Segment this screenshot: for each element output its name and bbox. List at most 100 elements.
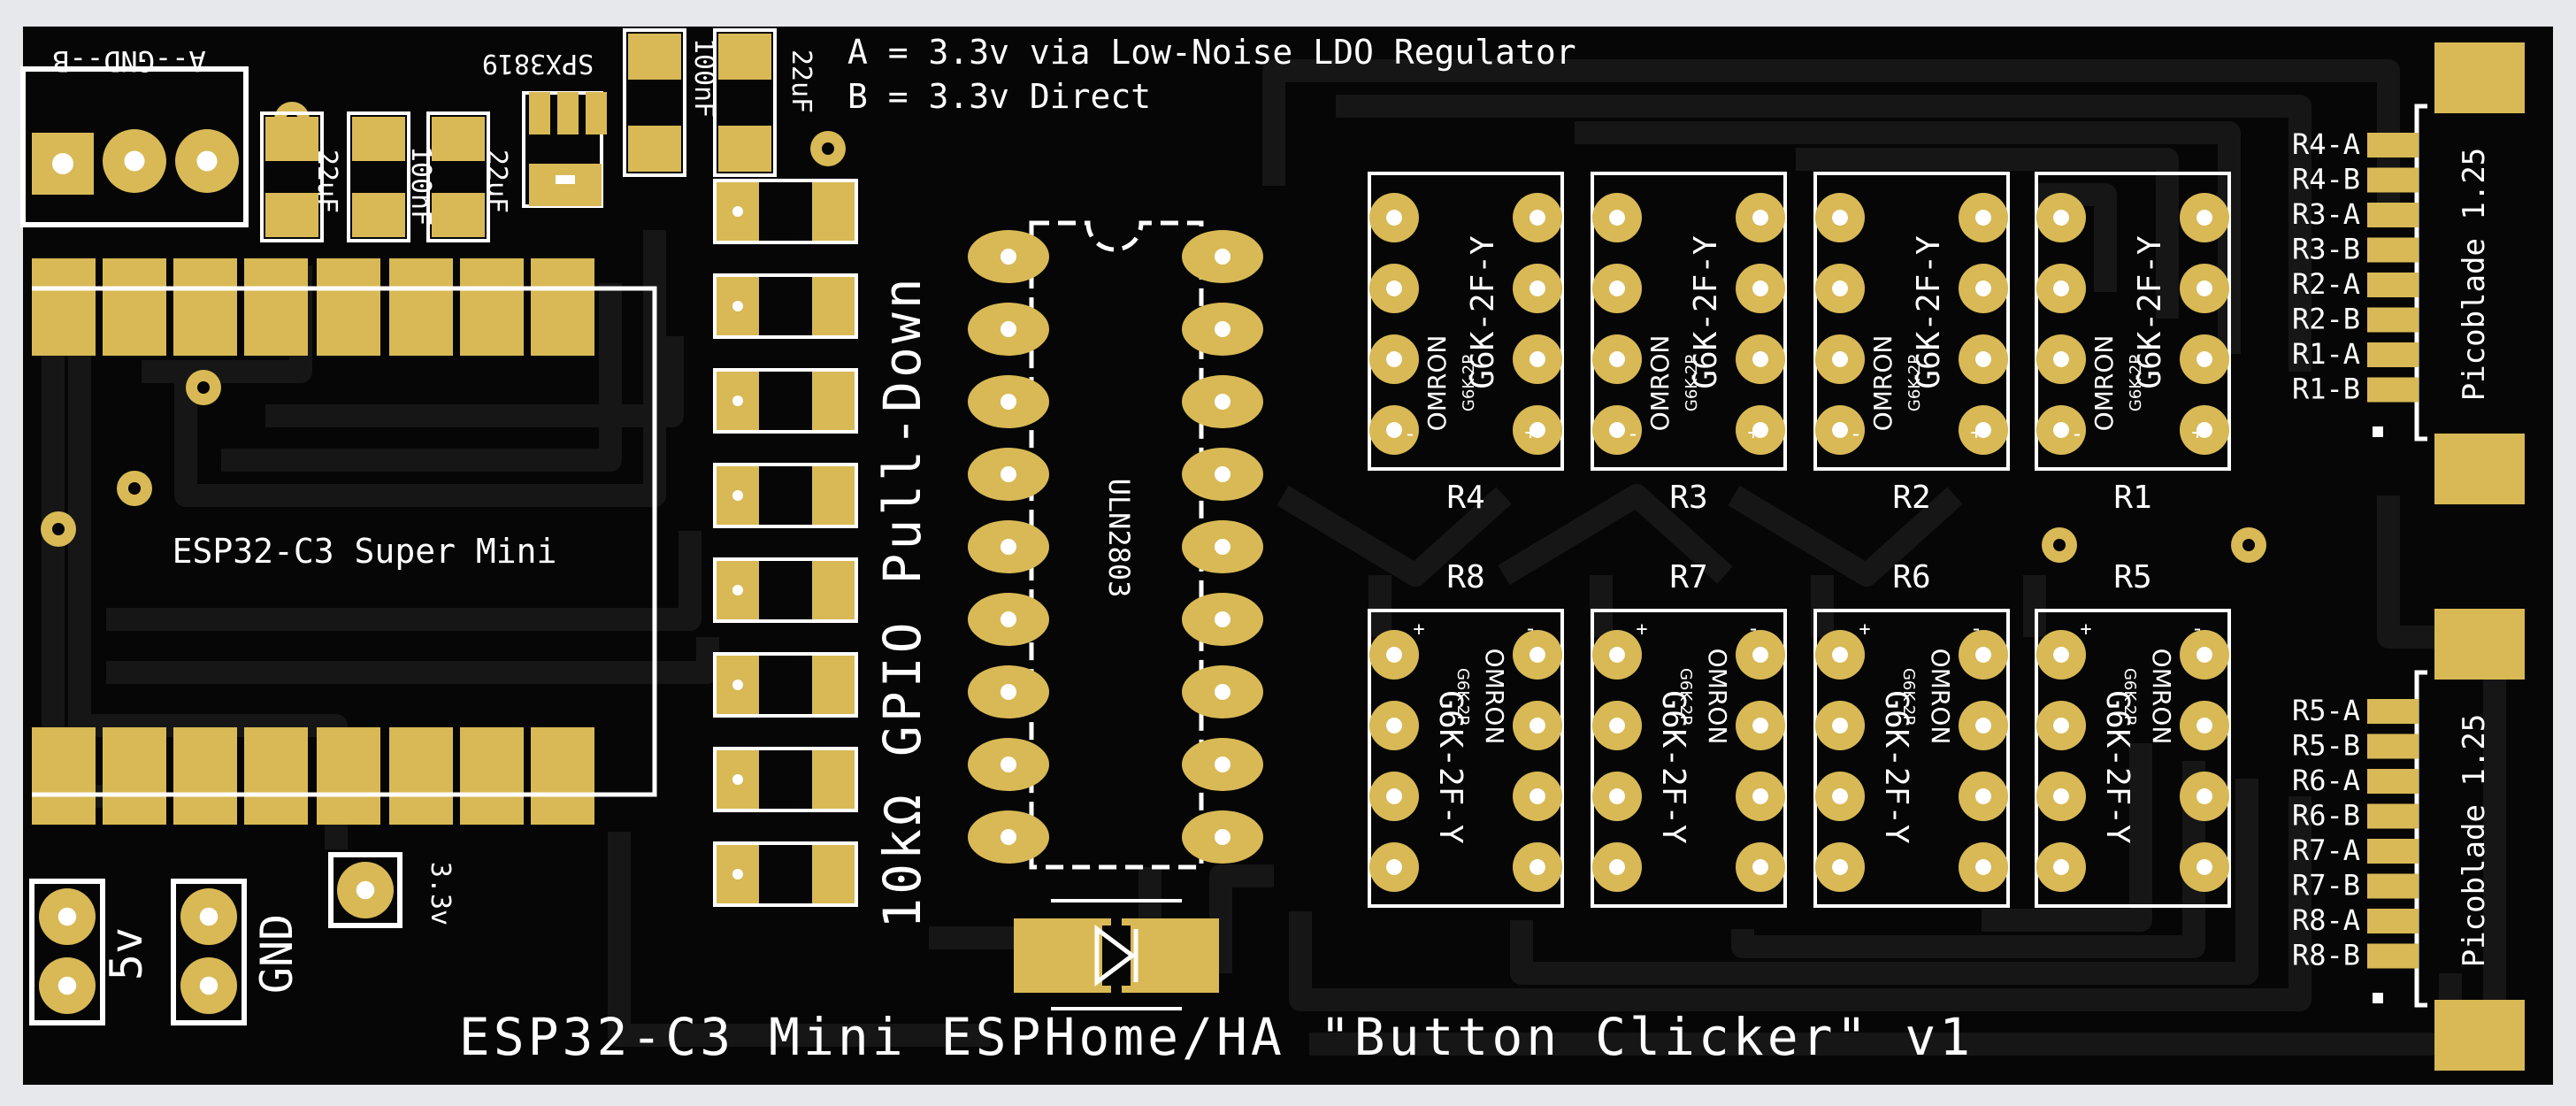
relay-ref: R4 xyxy=(1446,480,1484,516)
pin-label: R5-A xyxy=(2292,694,2360,727)
drill-hole xyxy=(1530,422,1545,438)
module-pad-top xyxy=(317,258,380,356)
module-pad-bottom xyxy=(460,727,524,825)
drill-hole xyxy=(1609,422,1625,438)
resistor-body xyxy=(759,654,812,716)
module-outline xyxy=(594,286,657,797)
relay-outline xyxy=(2035,609,2231,908)
regulator-pad xyxy=(529,92,550,134)
connector-pin-pad xyxy=(2367,699,2419,724)
drill-hole xyxy=(1975,351,1991,367)
drill-hole xyxy=(1000,539,1016,555)
power-header-outline xyxy=(171,879,247,1025)
relay-outline xyxy=(1813,609,2010,908)
resistor-body xyxy=(759,749,812,810)
relay-small-label: G6K-2P xyxy=(1676,668,1695,725)
connector-pin-pad xyxy=(2367,803,2419,829)
cap-pad xyxy=(265,193,318,237)
drill-hole xyxy=(1609,718,1625,733)
pin-label: R8-B xyxy=(2292,939,2360,972)
drill-hole xyxy=(199,907,218,926)
relay-brand: OMRON xyxy=(1645,335,1675,432)
relay-ref: R3 xyxy=(1669,480,1707,516)
drill-hole xyxy=(2053,422,2069,438)
power-header-outline xyxy=(29,879,105,1025)
drill-hole xyxy=(1752,280,1768,296)
pin-label: R7-A xyxy=(2292,833,2360,867)
regulator-pin1-mark xyxy=(556,175,575,184)
module-pad-bottom xyxy=(244,727,308,825)
relay-small-label: G6K-2P xyxy=(1905,355,1924,411)
drill-hole xyxy=(2196,788,2212,804)
module-pad-bottom xyxy=(32,727,96,825)
driver-outline xyxy=(1029,220,1204,870)
pin-label: R1-A xyxy=(2292,337,2360,371)
note-line-b: B = 3.3v Direct xyxy=(847,77,1151,116)
pin-label: R7-B xyxy=(2292,869,2360,902)
minus-mark: - xyxy=(2071,421,2083,446)
connector-pin-pad xyxy=(2367,873,2419,899)
relay-outline xyxy=(1368,609,1564,908)
via-hole xyxy=(2242,539,2255,551)
relay-model: G6K-2F-Y xyxy=(2099,690,2135,844)
connector-pin-pad xyxy=(2367,909,2419,933)
drill-hole xyxy=(1752,647,1768,663)
drill-hole xyxy=(1609,647,1625,663)
relay-brand: OMRON xyxy=(1926,649,1955,745)
pin-label: R4-A xyxy=(2292,127,2360,161)
cap-outline xyxy=(623,28,686,177)
resistor-pin1-mark xyxy=(732,585,743,595)
connector-label: Picoblade 1.25 xyxy=(2457,148,2492,402)
resistor-body xyxy=(759,275,812,337)
cap-label-c1: 22uF xyxy=(311,150,342,213)
plus-mark: + xyxy=(1859,618,1870,641)
drill-hole xyxy=(1530,859,1545,875)
drill-hole xyxy=(1000,466,1016,482)
drill-hole xyxy=(1386,280,1402,296)
relay-model: G6K-2F-Y xyxy=(1878,690,1914,844)
relay-model: G6K-2F-Y xyxy=(1432,690,1468,844)
module-pad-top xyxy=(389,258,453,356)
drill-hole xyxy=(1530,788,1545,804)
drill-hole xyxy=(1832,210,1848,226)
drill-hole xyxy=(1000,321,1016,337)
relay-outline xyxy=(1813,172,2010,471)
module-pad-bottom xyxy=(103,727,166,825)
power-label-gnd: GND xyxy=(251,914,303,994)
resistor-pin1-mark xyxy=(732,206,743,217)
relay-brand: OMRON xyxy=(1422,335,1452,432)
drill-hole xyxy=(2196,210,2212,226)
connector-pin-pad xyxy=(2367,133,2419,157)
module-pad-bottom xyxy=(317,727,380,825)
drill-hole xyxy=(2053,351,2069,367)
drill-hole xyxy=(1000,684,1016,700)
drill-hole xyxy=(1386,210,1402,226)
resistor-body xyxy=(759,843,812,905)
resistor-pin1-mark xyxy=(732,396,743,406)
drill-hole xyxy=(1386,647,1402,663)
drill-hole xyxy=(1215,757,1230,772)
cap-pad xyxy=(628,126,681,172)
jumper-label: A--GND--B xyxy=(52,44,205,78)
cap-label-c3: 22uF xyxy=(481,150,512,213)
relay-ref: R5 xyxy=(2113,559,2151,595)
regulator-tab-pad xyxy=(529,164,602,206)
cap-pad xyxy=(432,193,485,237)
drill-hole xyxy=(1386,788,1402,804)
pin-label: R5-B xyxy=(2292,729,2360,763)
drill-hole xyxy=(1215,684,1230,700)
resistor-body xyxy=(759,559,812,621)
pin-label: R1-B xyxy=(2292,373,2360,406)
resistor-outline xyxy=(713,368,858,434)
resistor-pin1-mark xyxy=(732,490,743,501)
drill-hole xyxy=(1609,351,1625,367)
via-hole xyxy=(197,381,210,394)
plus-mark: + xyxy=(1636,618,1647,641)
cap-outline xyxy=(713,28,777,177)
relay-outline xyxy=(1368,172,1564,471)
relay-small-label: G6K-2P xyxy=(1453,668,1472,725)
